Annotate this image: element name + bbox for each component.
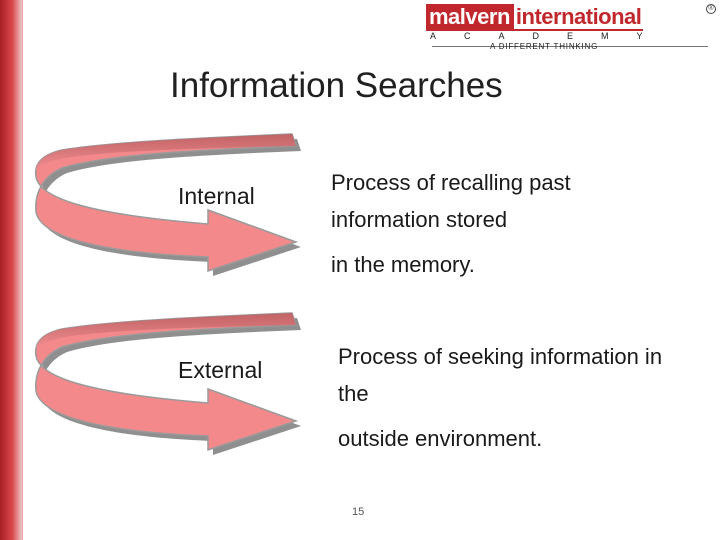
logo-academy: ACADEMY: [430, 31, 671, 41]
slide-title: Information Searches: [170, 66, 503, 105]
left-accent-bar: [0, 0, 22, 540]
logo-wordmark: malvern international: [426, 4, 644, 31]
logo-divider: [432, 46, 708, 47]
internal-description-line-3: in the memory.: [331, 252, 475, 277]
external-curved-arrow-icon: [34, 312, 302, 455]
external-description-line-2: the: [338, 381, 369, 406]
internal-curved-arrow-icon: [34, 133, 302, 276]
brand-logo: malvern international ® ACADEMY A DIFFER…: [426, 4, 716, 54]
external-description-line-1: Process of seeking information in: [338, 344, 663, 369]
external-description: Process of seeking information in the ou…: [338, 338, 662, 457]
logo-secondary-word: international: [513, 4, 644, 31]
internal-description-line-1: Process of recalling past: [331, 170, 571, 195]
logo-primary-word: malvern: [426, 4, 514, 31]
internal-description-line-2: information stored: [331, 207, 508, 232]
external-label: External: [178, 357, 263, 383]
registered-mark-icon: ®: [706, 4, 716, 14]
internal-label: Internal: [178, 183, 255, 209]
page-number: 15: [352, 506, 365, 518]
external-description-line-3: outside environment.: [338, 426, 543, 451]
logo-tagline: A DIFFERENT THINKING: [490, 42, 599, 51]
left-accent-line: [22, 0, 23, 540]
internal-description: Process of recalling past information st…: [331, 164, 571, 283]
